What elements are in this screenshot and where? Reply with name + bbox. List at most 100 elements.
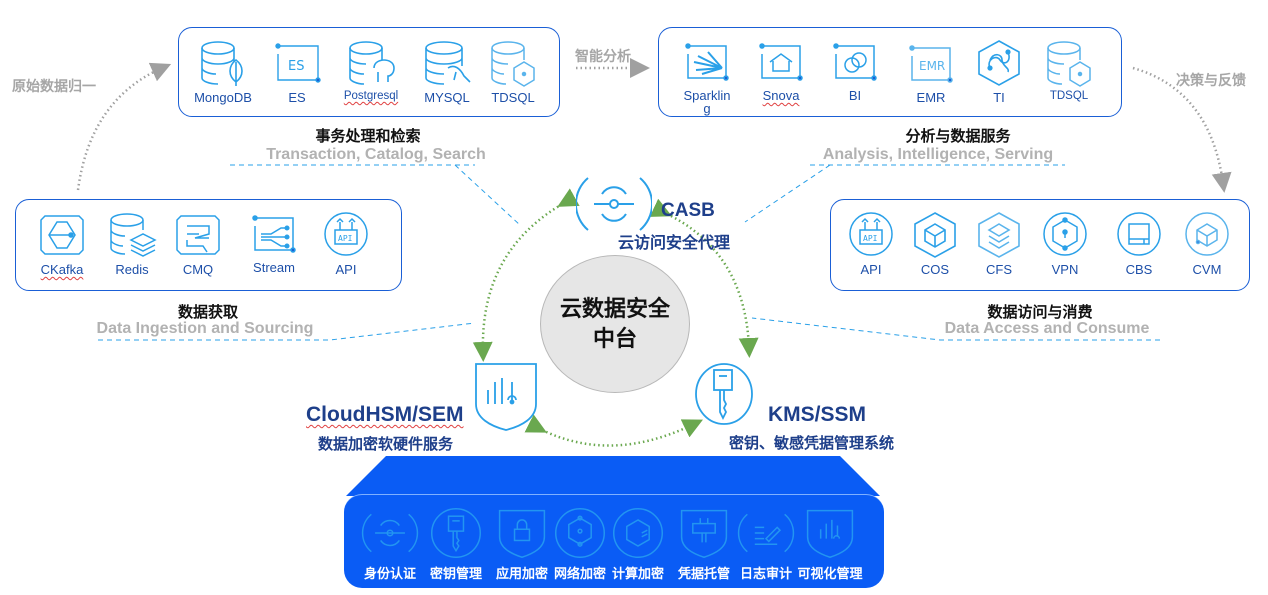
compute-encryption-icon [612,507,664,559]
analysis-group-box: Sparklin g Snova BI EMR EMR TI TDSQL [658,27,1122,117]
casb-name: CASB [661,200,715,221]
identity-auth-icon [361,513,419,553]
platform-item-6[interactable]: 凭据托管 [674,505,734,581]
service-es[interactable]: ES ES [267,38,327,105]
cmq-icon [176,215,220,255]
ingestion-en-title: Data Ingestion and Sourcing [96,320,314,337]
cloudhsm-sub: 数据加密软硬件服务 [318,436,454,453]
service-cvm[interactable]: CVM [1177,210,1237,277]
kms-name: KMS/SSM [768,403,867,426]
center-hub[interactable]: 云数据安全 中台 [540,255,690,393]
service-postgresql[interactable]: Postgresql [341,38,401,102]
service-label: MongoDB [194,90,252,105]
log-audit-icon [737,513,795,553]
service-label: CKafka [40,262,84,277]
svg-text:EMR: EMR [919,59,945,73]
platform-item-label: 密钥管理 [429,566,482,581]
emr-icon: EMR [909,45,953,83]
cvm-icon [1185,212,1229,256]
analysis-zh-title: 分析与数据服务 [905,128,1011,145]
service-label: CVM [1192,262,1222,277]
redis-icon [110,213,157,257]
service-label: CFS [986,262,1012,277]
tdsql-database-icon [491,41,535,87]
service-stream[interactable]: Stream [244,212,304,275]
service-label: VPN [1051,262,1079,277]
casb-sub: 云访问安全代理 [618,235,731,252]
transaction-group-box: MongoDB ES ES Postgresql MYSQL TDSQL [178,27,560,117]
platform-item-3[interactable]: 应用加密 [492,505,552,581]
service-cmq[interactable]: CMQ [168,210,228,277]
service-mysql[interactable]: MYSQL [417,38,477,105]
service-label: TDSQL [1049,90,1089,102]
service-label-wrap: g [703,101,711,116]
visual-management-icon [806,509,854,559]
platform-item-8[interactable]: 可视化管理 [797,505,863,581]
platform-item-label: 计算加密 [611,566,664,581]
platform-item-label: 日志审计 [739,566,792,581]
service-emr[interactable]: EMR EMR [901,42,961,105]
flow-label-raw-data: 原始数据归一 [12,78,96,94]
access-zh-title: 数据访问与消费 [987,304,1093,321]
platform-item-label: 身份认证 [363,566,416,581]
platform-item-2[interactable]: 密钥管理 [426,505,486,581]
service-sparkling[interactable]: Sparklin g [677,40,737,116]
kms-key-icon[interactable] [694,360,758,430]
platform-item-label: 应用加密 [495,566,548,581]
service-label: TDSQL [491,90,535,105]
access-en-title: Data Access and Consume [944,320,1150,337]
service-label: API [335,262,357,277]
key-management-icon [430,507,482,559]
service-label: API [860,262,882,277]
flow-label-decision: 决策与反馈 [1176,72,1246,88]
mysql-database-icon [425,41,471,85]
service-snova[interactable]: Snova [751,40,811,103]
service-cbs[interactable]: CBS [1109,210,1169,277]
transaction-zh-title: 事务处理和检索 [315,128,421,145]
service-label: EMR [916,90,946,105]
service-api-access[interactable]: API API [841,210,901,277]
service-ti[interactable]: TI [969,38,1029,105]
service-ckafka[interactable]: CKafka [32,210,92,277]
network-encryption-icon [554,507,606,559]
service-tdsql-analysis[interactable]: TDSQL [1039,38,1099,102]
service-api-gateway[interactable]: API API [316,210,376,277]
es-icon: ES [275,43,321,83]
platform-item-7[interactable]: 日志审计 [736,505,796,581]
center-hub-line1: 云数据安全 [559,296,670,321]
service-vpn[interactable]: VPN [1035,210,1095,277]
platform-item-1[interactable]: 身份认证 [360,505,420,581]
platform-item-label: 凭据托管 [677,566,730,581]
cloudhsm-shield-icon[interactable] [474,360,538,432]
service-label: MYSQL [424,90,470,105]
api-gateway-icon: API [849,212,893,256]
ingestion-group-box: CKafka Redis CMQ Stream API API [15,199,402,291]
service-label: Sparklin [683,88,731,103]
platform-item-5[interactable]: 计算加密 [608,505,668,581]
flow-label-smart-analysis: 智能分析 [575,48,631,64]
cbs-icon [1117,212,1161,256]
service-cos[interactable]: COS [905,210,965,277]
service-redis[interactable]: Redis [102,210,162,277]
service-label: CMQ [182,262,214,277]
service-mongodb[interactable]: MongoDB [193,38,253,105]
mongodb-database-icon [201,41,243,86]
api-gateway-icon: API [324,212,368,256]
service-cfs[interactable]: CFS [969,210,1029,277]
ti-icon [978,40,1020,86]
ckafka-icon [40,215,84,255]
bi-icon [833,43,877,81]
cos-icon [914,212,956,258]
ingestion-zh-title: 数据获取 [177,304,238,321]
sparkling-icon [685,43,729,81]
service-bi[interactable]: BI [825,40,885,103]
vpn-icon [1043,212,1087,256]
app-encryption-lock-icon [498,509,546,559]
platform-item-4[interactable]: 网络加密 [550,505,610,581]
credential-escrow-icon [680,509,728,559]
casb-icon[interactable] [576,172,652,236]
platform-top-face [346,456,880,496]
access-group-box: API API COS CFS VPN CBS CVM [830,199,1250,291]
kms-sub: 密钥、敏感凭据管理系统 [729,435,895,452]
service-tdsql[interactable]: TDSQL [483,38,543,105]
